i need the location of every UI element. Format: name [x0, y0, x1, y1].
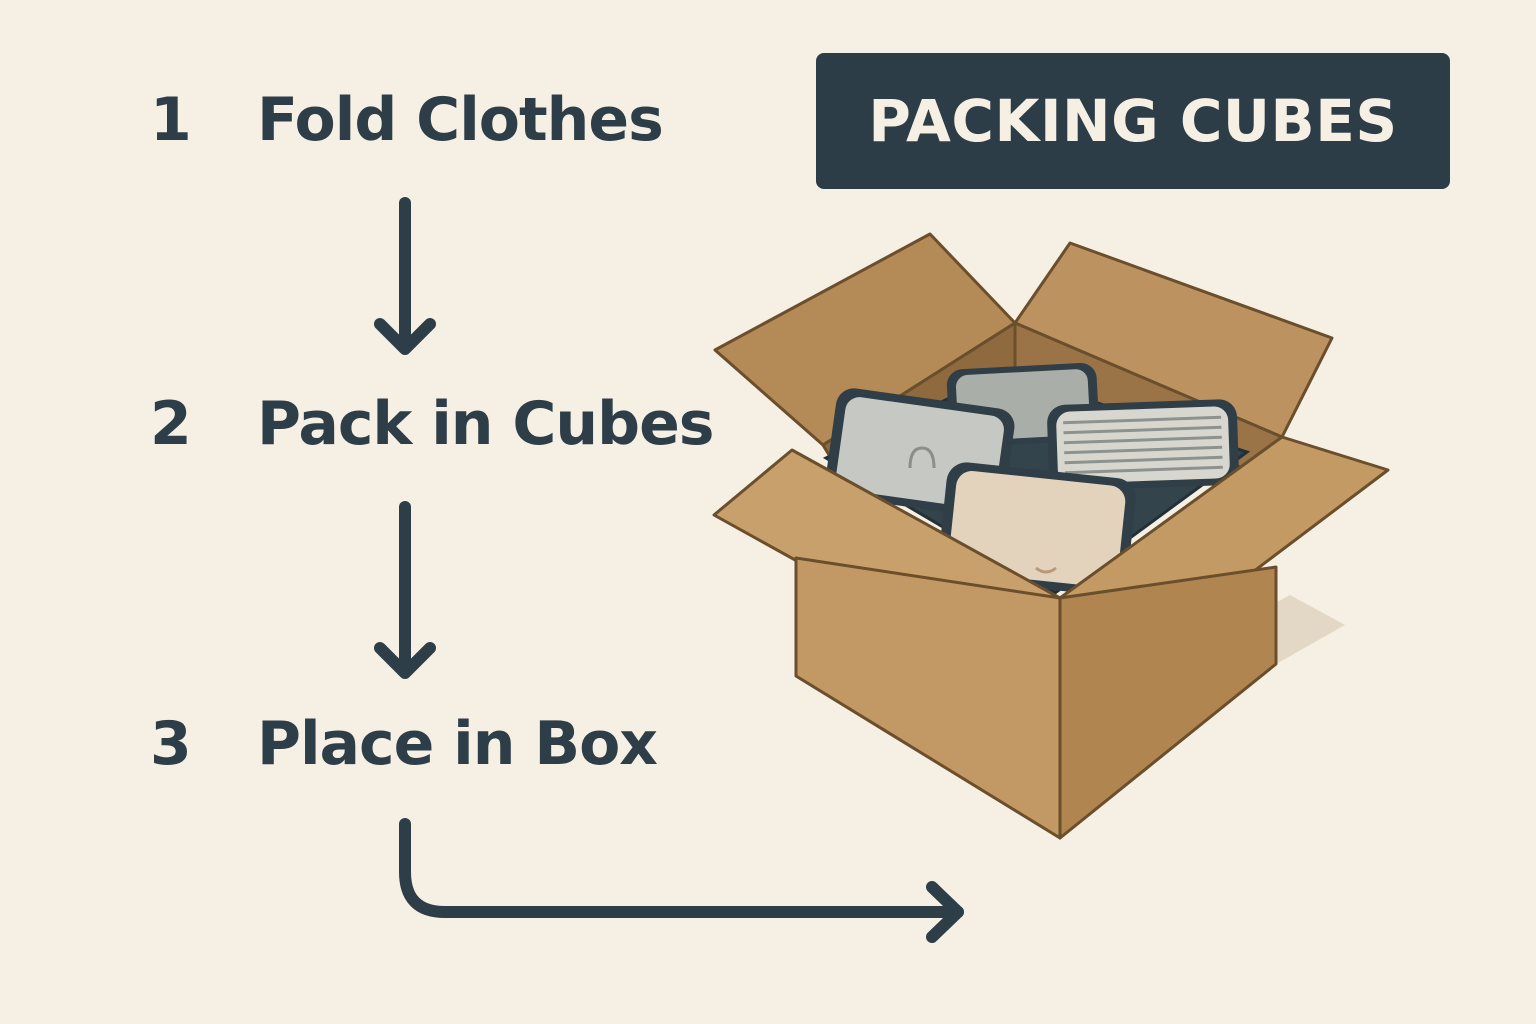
step-1-number: 1	[150, 85, 192, 155]
cube-beige-front	[948, 470, 1126, 588]
title-text: PACKING CUBES	[868, 87, 1398, 155]
step-3-label: Place in Box	[257, 709, 658, 779]
packing-cubes	[822, 362, 1251, 596]
arrow-down-icon	[374, 197, 436, 355]
step-2-label: Pack in Cubes	[257, 389, 714, 459]
title-banner: PACKING CUBES	[816, 53, 1450, 189]
step-1-label: Fold Clothes	[257, 85, 664, 155]
arrow-down-icon	[374, 501, 436, 679]
step-3-number: 3	[150, 709, 192, 779]
box-face-left	[794, 556, 1062, 840]
cube-striped	[1056, 406, 1230, 484]
step-2-number: 2	[150, 389, 192, 459]
box-face-right	[1058, 565, 1278, 840]
arrow-curve-right-icon	[399, 818, 964, 943]
